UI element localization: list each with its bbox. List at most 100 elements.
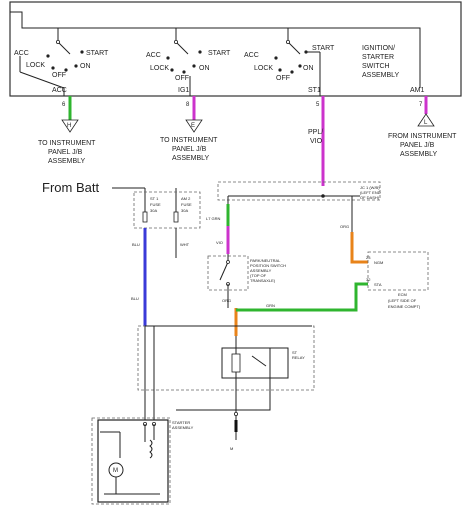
ecm-label-2: (LEFT SIDE OF xyxy=(388,298,417,303)
switch-assembly-title-3: SWITCH xyxy=(362,63,390,70)
starter-label-2: ASSEMBLY xyxy=(172,425,194,430)
org-label: ORG xyxy=(340,224,349,229)
pos-label-on-2: ON xyxy=(199,65,210,72)
switch-assembly-title-4: ASSEMBLY xyxy=(362,72,400,79)
grn-to-ecm xyxy=(236,282,368,312)
from-ipjb-3: ASSEMBLY xyxy=(400,151,438,158)
connector-e-label: E xyxy=(191,123,195,129)
pos-label-acc-3: ACC xyxy=(244,52,259,59)
relay-block: ST RELAY xyxy=(137,325,315,392)
fuse-2-l2: FUSE xyxy=(181,202,192,207)
starter-feed xyxy=(144,326,271,420)
to-ipjb-left-2: PANEL J/B xyxy=(48,149,83,156)
org-wire-orange xyxy=(350,232,368,264)
l7-label: L7 GRN xyxy=(206,216,221,221)
switch-assembly-box xyxy=(9,1,462,97)
connector-h-arrow xyxy=(61,119,79,133)
pos-label-acc-2: ACC xyxy=(146,52,161,59)
blu-label: BLU xyxy=(132,242,140,247)
junction-connector: JC 1 (W/B) (LEFT END OF DASH) xyxy=(217,181,381,210)
pos-label-acc-1: ACC xyxy=(14,50,29,57)
fuse-1-l2: FUSE xyxy=(150,202,161,207)
blue-wire-group: BLU WHT BLU xyxy=(131,228,190,326)
pin-8-label: 8 xyxy=(186,102,190,108)
term-label-acc: ACC xyxy=(52,87,67,94)
connector-l-label: L xyxy=(424,120,428,126)
pos-label-lock-1: LOCK xyxy=(26,62,45,69)
st1-wire-group: 5 PPL/ VIO xyxy=(308,96,325,186)
switch-inner-bus xyxy=(10,11,421,88)
pn-label-2: POSITION SWITCH xyxy=(250,263,286,268)
from-batt-label: From Batt xyxy=(42,180,99,195)
starter-label-1: STARTER xyxy=(172,420,190,425)
starter-motor-label: M xyxy=(113,468,118,474)
pn-label-1: PARK/NEUTRAL xyxy=(250,258,281,263)
ecm-ngm: NGM xyxy=(374,260,383,265)
connector-h-label: H xyxy=(67,123,71,129)
to-ipjb-mid-1: TO INSTRUMENT xyxy=(160,137,218,144)
starter-assembly: M STARTER ASSEMBLY xyxy=(91,417,194,505)
pn-label-3: ASSEMBLY xyxy=(250,268,272,273)
pos-label-on-3: ON xyxy=(303,65,314,72)
ecm-outline xyxy=(367,251,429,291)
acc-wire-group: 6 H TO INSTRUMENT PANEL J/B ASSEMBLY xyxy=(38,96,96,165)
ignition-switch-assembly: ACC LOCK OFF ON START ACC LOCK OFF ON ST… xyxy=(9,1,462,97)
ecm-label-3: ENGINE COMPT) xyxy=(388,304,421,309)
grn-label: GRN xyxy=(266,303,275,308)
fuse-2-l1: AM 2 xyxy=(181,196,191,201)
pos-label-start-1: START xyxy=(86,50,109,57)
pos-label-start-2: START xyxy=(208,50,231,57)
ecm-pin-32: 32 xyxy=(366,277,371,282)
pos-label-lock-2: LOCK xyxy=(150,65,169,72)
switch-group-2: ACC LOCK OFF ON START xyxy=(146,28,231,96)
ground-label: M xyxy=(230,446,233,451)
st-relay-label-2: RELAY xyxy=(292,355,305,360)
ground-symbol: M xyxy=(230,384,238,451)
pin-6-label: 6 xyxy=(62,102,66,108)
jc-outline xyxy=(217,181,381,201)
ig1-wire-group: 8 E TO INSTRUMENT PANEL J/B ASSEMBLY xyxy=(160,96,218,162)
ecm-label-1: ECM xyxy=(398,292,407,297)
am1-wire-group: 7 L FROM INSTRUMENT PANEL J/B ASSEMBLY xyxy=(388,96,457,158)
pos-label-on-1: ON xyxy=(80,63,91,70)
pos-label-off-2: OFF xyxy=(175,75,189,82)
l7-wire-group: L7 GRN VIO xyxy=(206,204,230,254)
fuse-box: ST 1 FUSE 30A AM 2 FUSE 30A xyxy=(133,191,201,229)
term-label-am1: AM1 xyxy=(410,87,425,94)
from-ipjb-2: PANEL J/B xyxy=(400,142,435,149)
org-wire-group: ORG xyxy=(340,210,368,264)
fuse-1-l3: 30A xyxy=(150,208,157,213)
st-relay-label-1: ST xyxy=(292,350,298,355)
jc-label-1: JC 1 (W/B) xyxy=(360,185,380,190)
pos-label-lock-3: LOCK xyxy=(254,65,273,72)
switch-group-1: ACC LOCK OFF ON START xyxy=(14,28,109,96)
starter-frame xyxy=(97,419,169,503)
jc-label-3: OF DASH) xyxy=(360,195,380,200)
from-ipjb-1: FROM INSTRUMENT xyxy=(388,133,457,140)
pos-label-off-1: OFF xyxy=(52,72,66,79)
blu-label-2: BLU xyxy=(131,296,139,301)
wire-ppl-label: PPL/ xyxy=(308,129,323,136)
vio-label: VIO xyxy=(216,240,223,245)
jc-label-2: (LEFT END xyxy=(360,190,381,195)
pn-label-4: (TOP OF xyxy=(250,273,267,278)
to-ipjb-left-1: TO INSTRUMENT xyxy=(38,140,96,147)
wire-vio-label: VIO xyxy=(310,138,323,145)
to-ipjb-mid-3: ASSEMBLY xyxy=(172,155,210,162)
fuse-1-l1: ST 1 xyxy=(150,196,159,201)
connector-l-arrow xyxy=(417,113,435,127)
switch-assembly-title-1: IGNITION/ xyxy=(362,45,395,52)
pin-5-label: 5 xyxy=(316,102,320,108)
org-label-2: ORG xyxy=(222,298,231,303)
starter-outline xyxy=(91,417,171,505)
fuse-2-l3: 30A xyxy=(181,208,188,213)
term-label-st1: ST1 xyxy=(308,87,321,94)
to-ipjb-mid-2: PANEL J/B xyxy=(172,146,207,153)
to-ipjb-left-3: ASSEMBLY xyxy=(48,158,86,165)
switch-assembly-title-2: STARTER xyxy=(362,54,394,61)
relay-feed-group: ORG GRN xyxy=(222,282,368,336)
ecm-sta: STA xyxy=(374,282,382,287)
pn-label-5: TRANSAXLE) xyxy=(250,278,276,283)
pos-label-off-3: OFF xyxy=(276,75,290,82)
